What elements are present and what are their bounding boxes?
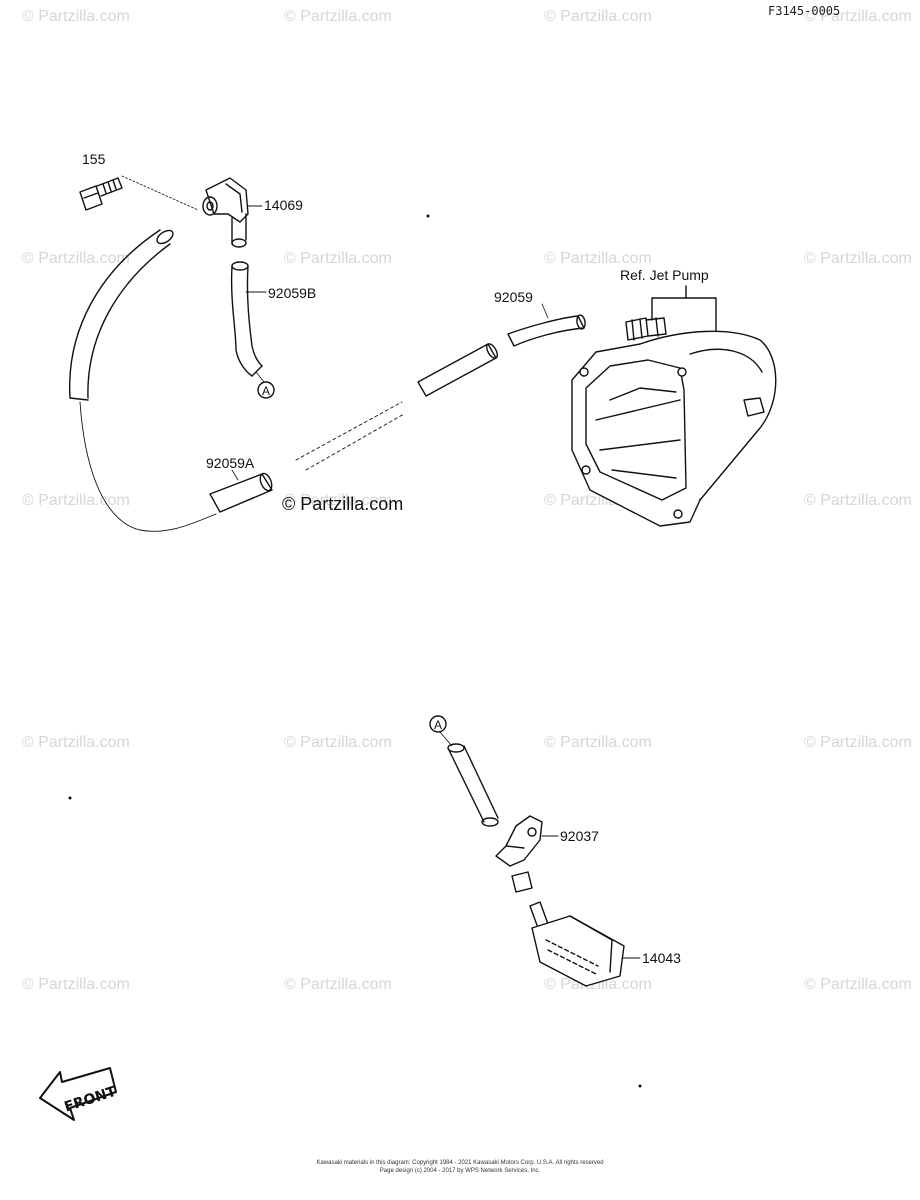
watermark: © Partzilla.com — [544, 8, 652, 25]
footer-copyright: Kawasaki materials in this diagram: Copy… — [316, 1160, 604, 1166]
label-92037[interactable]: 92037 — [560, 828, 599, 844]
center-watermark: © Partzilla.com — [282, 494, 404, 514]
clamp-92037[interactable] — [495, 815, 543, 867]
bolt-155[interactable] — [79, 177, 123, 211]
front-direction-arrow — [39, 1067, 117, 1121]
elbow-fitting-14069[interactable] — [202, 177, 249, 248]
watermark: © Partzilla.com — [284, 492, 392, 509]
label-92059B[interactable]: 92059B — [268, 285, 317, 301]
jet-pump-housing[interactable] — [571, 330, 777, 527]
watermark: © Partzilla.com — [22, 492, 130, 509]
collar[interactable] — [511, 871, 533, 893]
label-92059[interactable]: 92059 — [494, 289, 533, 305]
ref-a-top-text: A — [262, 384, 270, 398]
filter-14043[interactable] — [529, 901, 625, 987]
ref-marker-a-top — [257, 381, 275, 399]
label-ref-jet-pump: Ref. Jet Pump — [620, 267, 709, 283]
label-92059A[interactable]: 92059A — [206, 455, 255, 471]
ref-a-bottom-text: A — [434, 718, 442, 732]
watermark: © Partzilla.com — [544, 976, 652, 993]
watermark: © Partzilla.com — [804, 734, 912, 751]
hose-92059B[interactable] — [230, 261, 263, 377]
footer-page-design: Page design (c) 2004 - 2017 by WPS Netwo… — [379, 1168, 541, 1174]
ref-marker-a-bottom — [429, 715, 447, 733]
watermark: © Partzilla.com — [284, 250, 392, 267]
label-14043[interactable]: 14043 — [642, 950, 681, 966]
ref-jet-pump-bracket — [651, 285, 717, 343]
watermark: © Partzilla.com — [22, 976, 130, 993]
label-14069[interactable]: 14069 — [264, 197, 303, 213]
watermark: © Partzilla.com — [804, 492, 912, 509]
hose-92059A[interactable] — [209, 472, 274, 513]
label-155[interactable]: 155 — [82, 151, 106, 167]
watermark: © Partzilla.com — [22, 734, 130, 751]
jet-pump-fitting[interactable] — [625, 317, 667, 341]
watermark: © Partzilla.com — [804, 8, 912, 25]
watermark: © Partzilla.com — [22, 250, 130, 267]
watermark: © Partzilla.com — [804, 250, 912, 267]
watermark: © Partzilla.com — [544, 250, 652, 267]
watermark: © Partzilla.com — [284, 976, 392, 993]
watermark: © Partzilla.com — [804, 976, 912, 993]
long-hose[interactable] — [69, 228, 176, 401]
watermark: © Partzilla.com — [22, 8, 130, 25]
watermark: © Partzilla.com — [284, 734, 392, 751]
hose-92059[interactable] — [417, 314, 586, 397]
watermark: © Partzilla.com — [284, 8, 392, 25]
hose-lower[interactable] — [447, 743, 499, 827]
watermark: © Partzilla.com — [544, 734, 652, 751]
diagram-code: F3145-0005 — [768, 4, 841, 18]
